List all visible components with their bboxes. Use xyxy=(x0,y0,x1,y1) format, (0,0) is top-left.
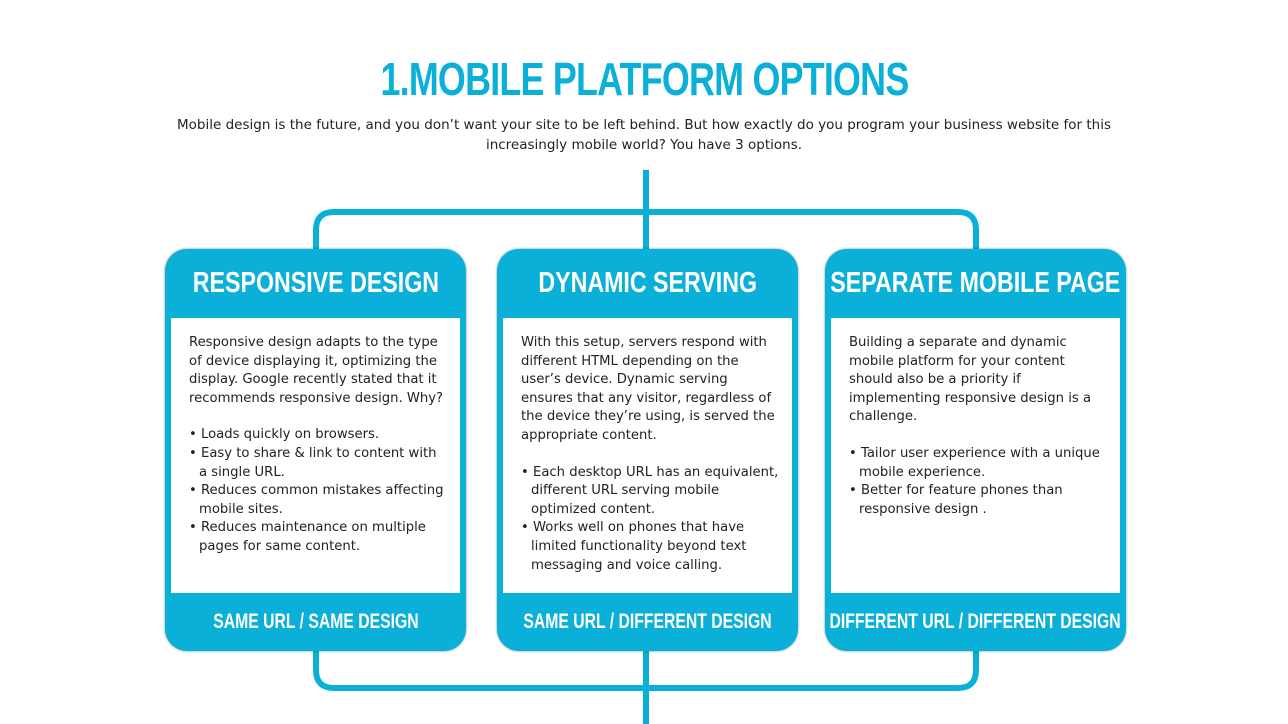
top-branch-line xyxy=(313,209,979,252)
intro-text: Mobile design is the future, and you don… xyxy=(177,117,1111,153)
card-body: Responsive design adapts to the type of … xyxy=(171,318,460,593)
bullet-item: Tailor user experience with a unique mob… xyxy=(849,445,1108,482)
card-responsive-design: RESPONSIVE DESIGN Responsive design adap… xyxy=(165,249,466,651)
card-dynamic-serving: DYNAMIC SERVING With this setup, servers… xyxy=(497,249,798,651)
bullet-item: Better for feature phones than responsiv… xyxy=(849,482,1108,519)
bullet-item: Reduces maintenance on multiple pages fo… xyxy=(189,519,448,556)
bullet-item: Easy to share & link to content with a s… xyxy=(189,445,448,482)
bullet-item: Loads quickly on browsers. xyxy=(189,426,448,445)
bullet-item: Each desktop URL has an equivalent, diff… xyxy=(521,464,780,520)
card-body: With this setup, servers respond with di… xyxy=(503,318,792,593)
card-description: With this setup, servers respond with di… xyxy=(521,335,775,443)
card-separate-mobile-page: SEPARATE MOBILE PAGE Building a separate… xyxy=(825,249,1126,651)
page-title: 1.MOBILE PLATFORM OPTIONS xyxy=(379,53,909,105)
card-footer: SAME URL / DIFFERENT DESIGN xyxy=(523,610,772,633)
card-description: Building a separate and dynamic mobile p… xyxy=(849,335,1092,425)
card-description: Responsive design adapts to the type of … xyxy=(189,335,444,406)
card-heading: RESPONSIVE DESIGN xyxy=(192,267,439,299)
bullet-item: Reduces common mistakes affecting mobile… xyxy=(189,482,448,519)
card-footer: DIFFERENT URL / DIFFERENT DESIGN xyxy=(829,610,1122,633)
card-heading: SEPARATE MOBILE PAGE xyxy=(830,267,1121,299)
card-body: Building a separate and dynamic mobile p… xyxy=(831,318,1120,593)
card-footer: SAME URL / SAME DESIGN xyxy=(212,610,419,633)
card-heading: DYNAMIC SERVING xyxy=(538,267,757,299)
bullet-item: Works well on phones that have limited f… xyxy=(521,519,780,575)
